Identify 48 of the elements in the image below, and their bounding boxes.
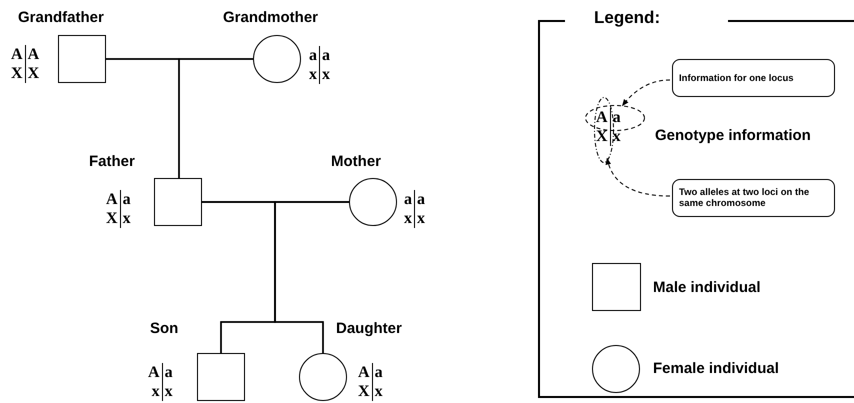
dashed-arrow [622, 80, 670, 106]
callout-box [672, 59, 835, 97]
callout-text: Information for one locus [679, 72, 795, 84]
dashed-ellipse [585, 105, 645, 131]
name-label: Mother [331, 154, 381, 169]
allele-label: X [11, 64, 26, 83]
legend-label: Female individual [653, 361, 779, 376]
allele-label: x [309, 65, 320, 84]
allele-label: a [122, 190, 131, 209]
name-label: Son [150, 321, 178, 336]
allele-label: a [404, 190, 415, 209]
allele-label: x [374, 382, 383, 401]
allele-label: X [26, 64, 40, 83]
allele-label: x [164, 382, 173, 401]
allele-label: x [612, 127, 621, 146]
genotype-caption: Genotype information [655, 128, 811, 143]
connector-line [274, 201, 349, 353]
name-label: Grandfather [18, 10, 104, 25]
allele-label: x [148, 382, 163, 401]
callout-text: Two alleles at two loci on the same chromosome [679, 187, 810, 209]
allele-label: A [358, 363, 373, 382]
allele-label: a [309, 46, 320, 65]
allele-label: a [416, 190, 425, 209]
callout-box [672, 179, 835, 217]
dashed-ellipse [594, 97, 614, 163]
allele-label: a [612, 108, 621, 127]
allele-label: x [122, 209, 131, 228]
allele-label: a [321, 46, 330, 65]
allele-label: X [596, 127, 611, 146]
allele-label: A [26, 45, 40, 64]
connector-line [178, 58, 253, 178]
legend-heading: Legend: [594, 9, 660, 26]
name-label: Grandmother [223, 10, 318, 25]
allele-label: A [11, 45, 26, 64]
legend-label: Male individual [653, 280, 761, 295]
allele-label: a [164, 363, 173, 382]
allele-label: a [374, 363, 383, 382]
name-label: Father [89, 154, 135, 169]
allele-label: X [358, 382, 373, 401]
allele-label: x [404, 209, 415, 228]
dashed-arrow [606, 158, 670, 196]
name-label: Daughter [336, 321, 402, 336]
allele-label: A [148, 363, 163, 382]
allele-label: A [106, 190, 121, 209]
allele-label: A [596, 108, 611, 127]
allele-label: x [321, 65, 330, 84]
allele-label: X [106, 209, 121, 228]
allele-label: x [416, 209, 425, 228]
